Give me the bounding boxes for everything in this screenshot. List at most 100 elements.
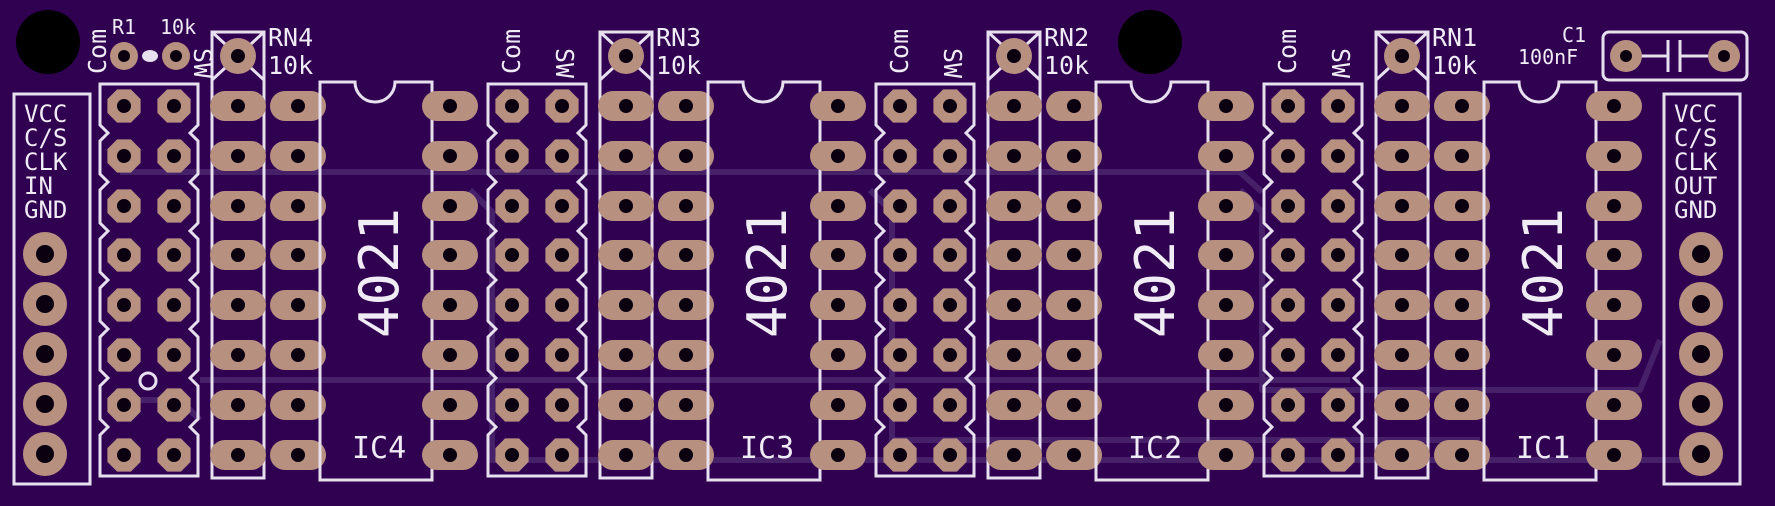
ic-pad — [658, 240, 714, 270]
switch-pad — [545, 388, 579, 422]
switch-sw-label: SW — [550, 48, 579, 79]
ic-ref: IC1 — [1516, 431, 1570, 466]
c1-capacitor: C1 100nF — [1518, 23, 1749, 82]
ic-pad — [1198, 240, 1254, 270]
ic-pad — [1046, 390, 1102, 420]
ic-pad — [270, 240, 326, 270]
ic-pad — [1046, 340, 1102, 370]
rn-pad — [598, 240, 654, 270]
left-connector-pad — [23, 332, 67, 376]
ic-pad — [1198, 390, 1254, 420]
rn-pin1-pad — [608, 38, 644, 74]
ic-pad — [1434, 340, 1490, 370]
switch-pad — [545, 89, 579, 123]
r1-value: 10k — [160, 15, 196, 39]
ic-ref: IC2 — [1128, 431, 1182, 466]
ic-pad — [270, 390, 326, 420]
left-label-clk: CLK — [24, 148, 68, 176]
switch-pad — [933, 139, 967, 173]
right-connector-pad — [1679, 382, 1723, 426]
ic-pad — [658, 91, 714, 121]
ic-pad — [810, 141, 866, 171]
switch-pad — [1321, 288, 1355, 322]
rn-pad — [1374, 91, 1430, 121]
c1-ref: C1 — [1562, 23, 1586, 47]
right-connector-pads — [1679, 232, 1723, 476]
ic-pad — [270, 91, 326, 121]
switch-pad — [1321, 189, 1355, 223]
switch-pad — [157, 288, 191, 322]
ic-pad — [658, 440, 714, 470]
ic-pad — [658, 390, 714, 420]
switch-pad — [495, 288, 529, 322]
left-connector-pad — [23, 282, 67, 326]
switch-pad — [1321, 338, 1355, 372]
switch-pad — [495, 338, 529, 372]
rn-ref: RN3 — [656, 23, 701, 52]
right-connector-pad — [1679, 432, 1723, 476]
switch-pad — [1321, 388, 1355, 422]
switch-com-label: Com — [497, 29, 526, 74]
rn-pad — [986, 240, 1042, 270]
rn-pin1-pad — [220, 38, 256, 74]
rn-pad — [986, 290, 1042, 320]
rn-pad — [598, 91, 654, 121]
left-connector: VCC C/S CLK IN GND — [12, 92, 92, 486]
switch-pad — [933, 189, 967, 223]
switch-pad — [1321, 238, 1355, 272]
switch-pad — [107, 238, 141, 272]
switch-pad — [495, 139, 529, 173]
ic-pad — [270, 191, 326, 221]
left-connector-pad — [23, 382, 67, 426]
r1-resistor: R1 10k — [110, 15, 196, 70]
ic-pad — [810, 390, 866, 420]
switch-pad — [1271, 189, 1305, 223]
right-label-cs: C/S — [1674, 124, 1717, 152]
rn-pad — [986, 390, 1042, 420]
switch-pad — [933, 89, 967, 123]
rn-pad — [986, 340, 1042, 370]
switch-pad — [157, 89, 191, 123]
rn-pad — [1374, 390, 1430, 420]
ic-part-number: 4021 — [1124, 208, 1187, 338]
ic-pad — [1586, 340, 1642, 370]
ic-pad — [1198, 340, 1254, 370]
right-connector-pad — [1679, 232, 1723, 276]
rn-pin1-pad — [996, 38, 1032, 74]
rn-pad — [598, 440, 654, 470]
switch-block-0 — [98, 82, 200, 478]
switch-pad — [107, 288, 141, 322]
ic-pad — [1046, 141, 1102, 171]
ic-pad — [1046, 290, 1102, 320]
ic-pad — [1434, 390, 1490, 420]
rn-pad — [210, 440, 266, 470]
ic-pad — [658, 290, 714, 320]
rn-pad — [210, 191, 266, 221]
rn-pad — [210, 390, 266, 420]
switch-pad — [545, 238, 579, 272]
ic-pad — [1586, 440, 1642, 470]
ic-pad — [422, 240, 478, 270]
ic-pad — [1434, 440, 1490, 470]
switch-pad — [1271, 438, 1305, 472]
switch-pad — [107, 388, 141, 422]
ic-pad — [1586, 191, 1642, 221]
ic-pad — [810, 91, 866, 121]
rn-pin1-pad — [1384, 38, 1420, 74]
switch-pad — [1321, 438, 1355, 472]
ic-pad — [810, 290, 866, 320]
rn-pad — [598, 141, 654, 171]
ic-pad — [810, 340, 866, 370]
switch-pad — [495, 438, 529, 472]
ic-pad — [1198, 440, 1254, 470]
switch-pad — [933, 238, 967, 272]
ic-part-number: 4021 — [736, 208, 799, 338]
rn-pad — [210, 290, 266, 320]
switch-com-label: Com — [885, 29, 914, 74]
rn-pad — [598, 390, 654, 420]
switch-sw-label: SW — [938, 48, 967, 79]
